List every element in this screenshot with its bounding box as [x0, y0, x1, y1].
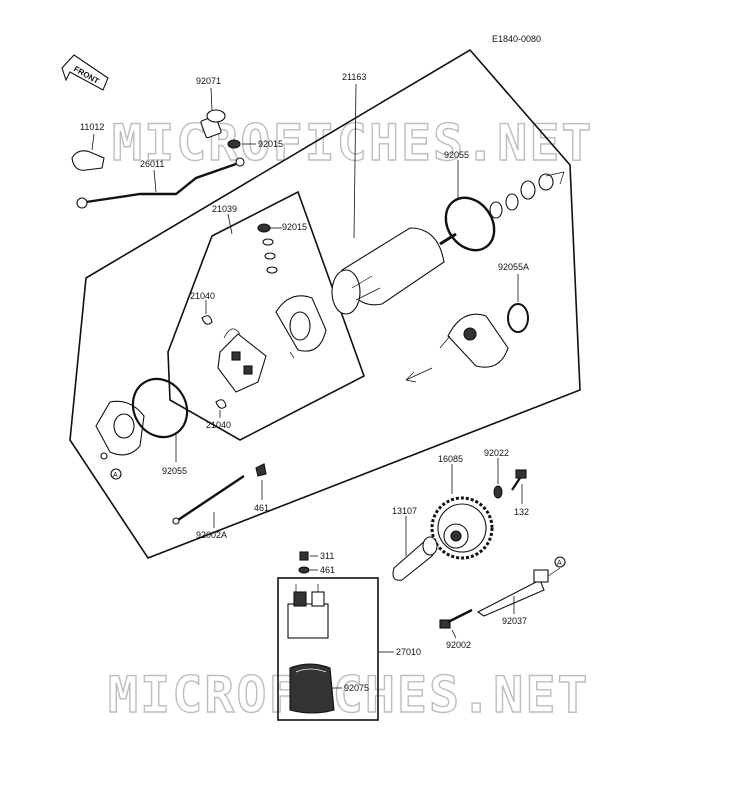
washer-461-lower	[298, 566, 310, 574]
end-cover-left	[95, 400, 145, 460]
label-461-upper: 461	[254, 503, 269, 513]
nut-92015-top	[227, 139, 241, 149]
end-cover-right	[439, 313, 509, 368]
gear-16085	[430, 496, 494, 560]
boot-11012	[71, 150, 105, 171]
assembly-frame-21039	[167, 190, 365, 441]
ref-marker-right	[554, 556, 566, 568]
label-21040-upper: 21040	[190, 291, 215, 301]
spring-21040-upper	[201, 315, 213, 325]
bolt-132	[511, 469, 527, 491]
label-92015-inner: 92015	[282, 222, 307, 232]
label-92002A: 92002A	[196, 530, 227, 540]
brush-plate	[275, 295, 327, 359]
label-27010: 27010	[396, 647, 421, 657]
washers-set	[489, 171, 565, 219]
o-ring-92055-top	[444, 196, 496, 252]
ref-marker-left	[110, 468, 122, 480]
brush-holder	[217, 328, 267, 393]
strap-92037	[476, 567, 561, 617]
motor-yoke	[331, 227, 457, 315]
label-92055-top: 92055	[444, 150, 469, 160]
label-311: 311	[320, 551, 334, 561]
bolt-92002	[439, 608, 473, 629]
ref-marker-right-text: A	[557, 560, 562, 567]
assembly-frame-27010	[277, 577, 379, 721]
label-92015-top: 92015	[258, 139, 283, 149]
shaft-13107	[392, 536, 438, 581]
label-21163: 21163	[342, 72, 366, 82]
label-461-lower: 461	[320, 565, 335, 575]
label-92002: 92002	[446, 640, 471, 650]
washer-92022	[493, 485, 503, 499]
label-92055A: 92055A	[498, 262, 529, 272]
ref-marker-left-text: A	[113, 472, 118, 479]
through-bolt-92002A	[177, 475, 245, 521]
label-92075: 92075	[344, 683, 369, 693]
nut-311	[299, 551, 309, 561]
spring-21040-lower	[215, 399, 227, 409]
label-92022: 92022	[484, 448, 509, 458]
label-92037: 92037	[502, 616, 527, 626]
label-13107: 13107	[392, 506, 417, 516]
o-ring-92055A	[507, 303, 529, 333]
diagram-code: E1840-0080	[492, 34, 541, 44]
cap-92071	[200, 109, 226, 139]
lead-wire-26011	[76, 157, 245, 209]
label-92055-bottom: 92055	[162, 466, 187, 476]
label-92071: 92071	[196, 76, 221, 86]
direction-arrow-icon	[405, 367, 433, 381]
washer-461-upper	[255, 463, 267, 477]
small-washers-stack	[257, 223, 278, 274]
rubber-cover-92075	[289, 663, 335, 714]
watermark-bottom: MICROFICHES.NET	[108, 666, 590, 724]
label-16085: 16085	[438, 454, 463, 464]
label-11012: 11012	[80, 122, 104, 132]
label-21040-lower: 21040	[206, 420, 231, 430]
label-132: 132	[514, 507, 529, 517]
starter-relay-27010	[287, 584, 329, 639]
label-21039: 21039	[212, 204, 237, 214]
label-26011: 26011	[140, 159, 164, 169]
front-arrow-icon: FRONT	[61, 54, 109, 91]
assembly-frame-21163	[69, 48, 581, 559]
o-ring-92055-bottom	[131, 377, 189, 439]
watermark-top: MICROFICHES.NET	[112, 114, 594, 172]
